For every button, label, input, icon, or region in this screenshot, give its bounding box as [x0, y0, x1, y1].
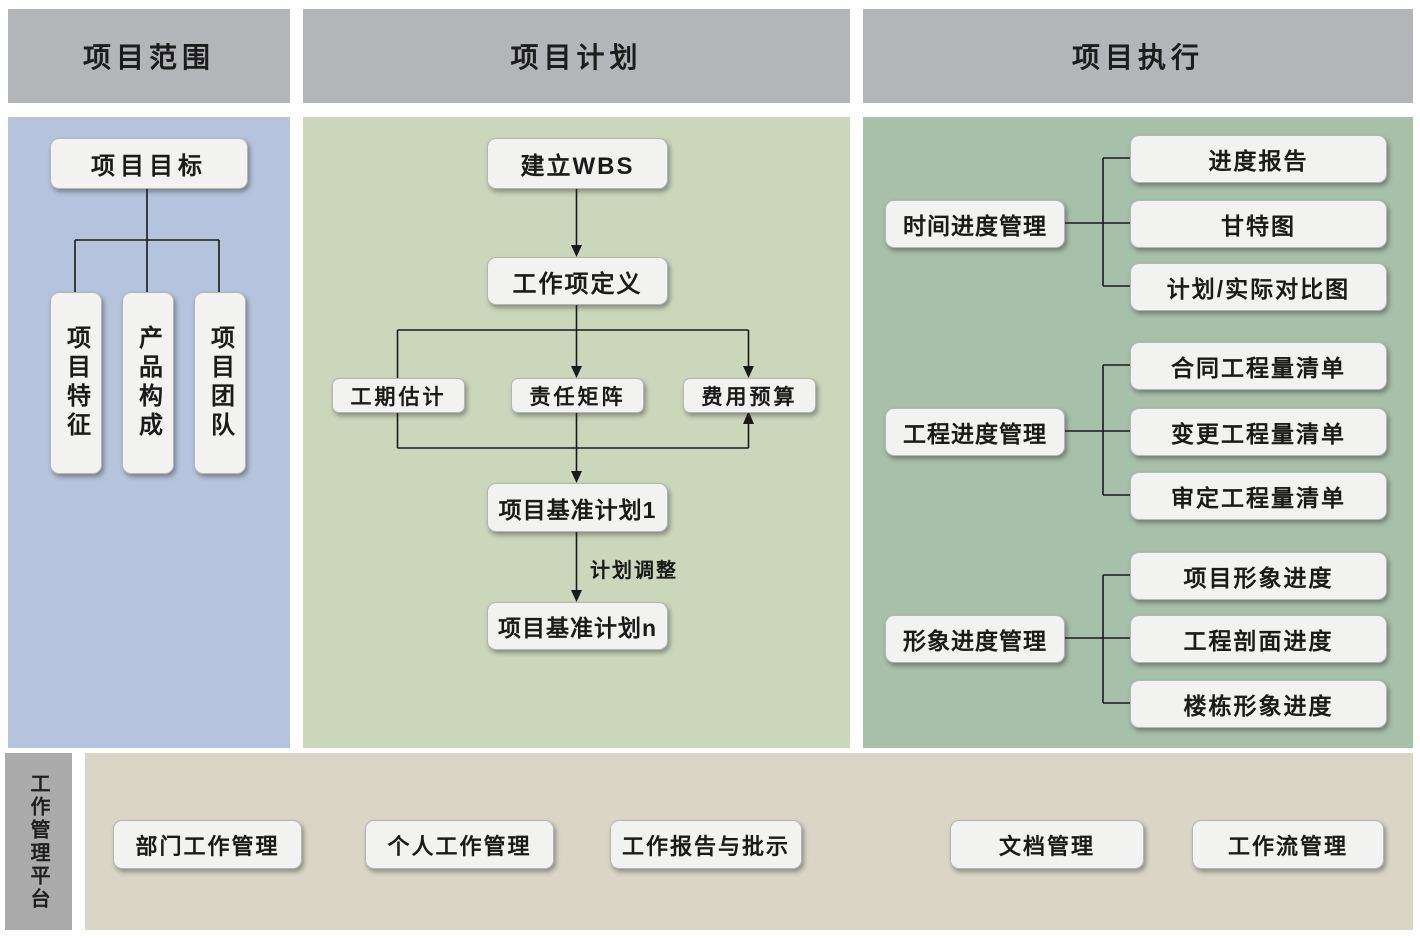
node-building-visual-progress: 楼栋形象进度 — [1130, 680, 1387, 728]
node-personal-work-mgmt: 个人工作管理 — [365, 820, 554, 869]
node-engineering-progress-mgmt: 工程进度管理 — [885, 408, 1065, 456]
node-department-work-mgmt: 部门工作管理 — [113, 820, 302, 869]
node-responsibility-matrix: 责任矩阵 — [511, 378, 644, 413]
node-plan-vs-actual-chart: 计划/实际对比图 — [1130, 263, 1387, 311]
node-time-progress-mgmt: 时间进度管理 — [885, 200, 1065, 248]
engineering-progress-bracket — [1063, 364, 1130, 496]
node-build-wbs: 建立WBS — [487, 138, 668, 189]
node-change-boq: 变更工程量清单 — [1130, 408, 1387, 456]
time-progress-bracket — [1063, 157, 1130, 287]
node-project-goal: 项目目标 — [50, 138, 248, 189]
node-work-report-approval: 工作报告与批示 — [610, 820, 802, 869]
node-project-features: 项目特征 — [50, 292, 102, 474]
work-management-platform-label: 工作管理平台 — [5, 753, 72, 930]
node-contract-boq: 合同工程量清单 — [1130, 342, 1387, 390]
header-project-execution: 项目执行 — [863, 9, 1413, 103]
node-baseline-plan-1: 项目基准计划1 — [487, 483, 668, 532]
header-project-plan: 项目计划 — [303, 9, 850, 103]
scope-panel: 项目目标 项目特征 产品构成 项目团队 — [8, 117, 290, 748]
node-section-visual-progress: 工程剖面进度 — [1130, 615, 1387, 663]
execution-panel: 时间进度管理 进度报告 甘特图 计划/实际对比图 工程进度管理 合同工程量清单 … — [863, 117, 1413, 748]
node-approved-boq: 审定工程量清单 — [1130, 472, 1387, 520]
node-cost-budget: 费用预算 — [683, 378, 816, 413]
node-document-mgmt: 文档管理 — [950, 820, 1144, 869]
node-progress-report: 进度报告 — [1130, 135, 1387, 183]
visual-progress-bracket — [1063, 574, 1130, 704]
plan-flow-lines — [396, 187, 754, 602]
node-workflow-mgmt: 工作流管理 — [1192, 820, 1384, 869]
node-product-composition: 产品构成 — [122, 292, 174, 474]
header-project-scope: 项目范围 — [8, 9, 290, 103]
plan-panel: 建立WBS 工作项定义 工期估计 责任矩阵 费用预算 项目基准计划1 计划调整 … — [303, 117, 850, 748]
label-plan-adjustment: 计划调整 — [590, 560, 678, 582]
node-baseline-plan-n: 项目基准计划n — [487, 602, 668, 650]
node-project-visual-progress: 项目形象进度 — [1130, 552, 1387, 600]
node-duration-estimate: 工期估计 — [332, 378, 465, 413]
node-work-item-definition: 工作项定义 — [487, 257, 668, 305]
node-gantt-chart: 甘特图 — [1130, 200, 1387, 248]
platform-panel: 部门工作管理 个人工作管理 工作报告与批示 文档管理 工作流管理 — [85, 753, 1413, 930]
node-visual-progress-mgmt: 形象进度管理 — [885, 615, 1065, 663]
node-project-team: 项目团队 — [194, 292, 246, 474]
